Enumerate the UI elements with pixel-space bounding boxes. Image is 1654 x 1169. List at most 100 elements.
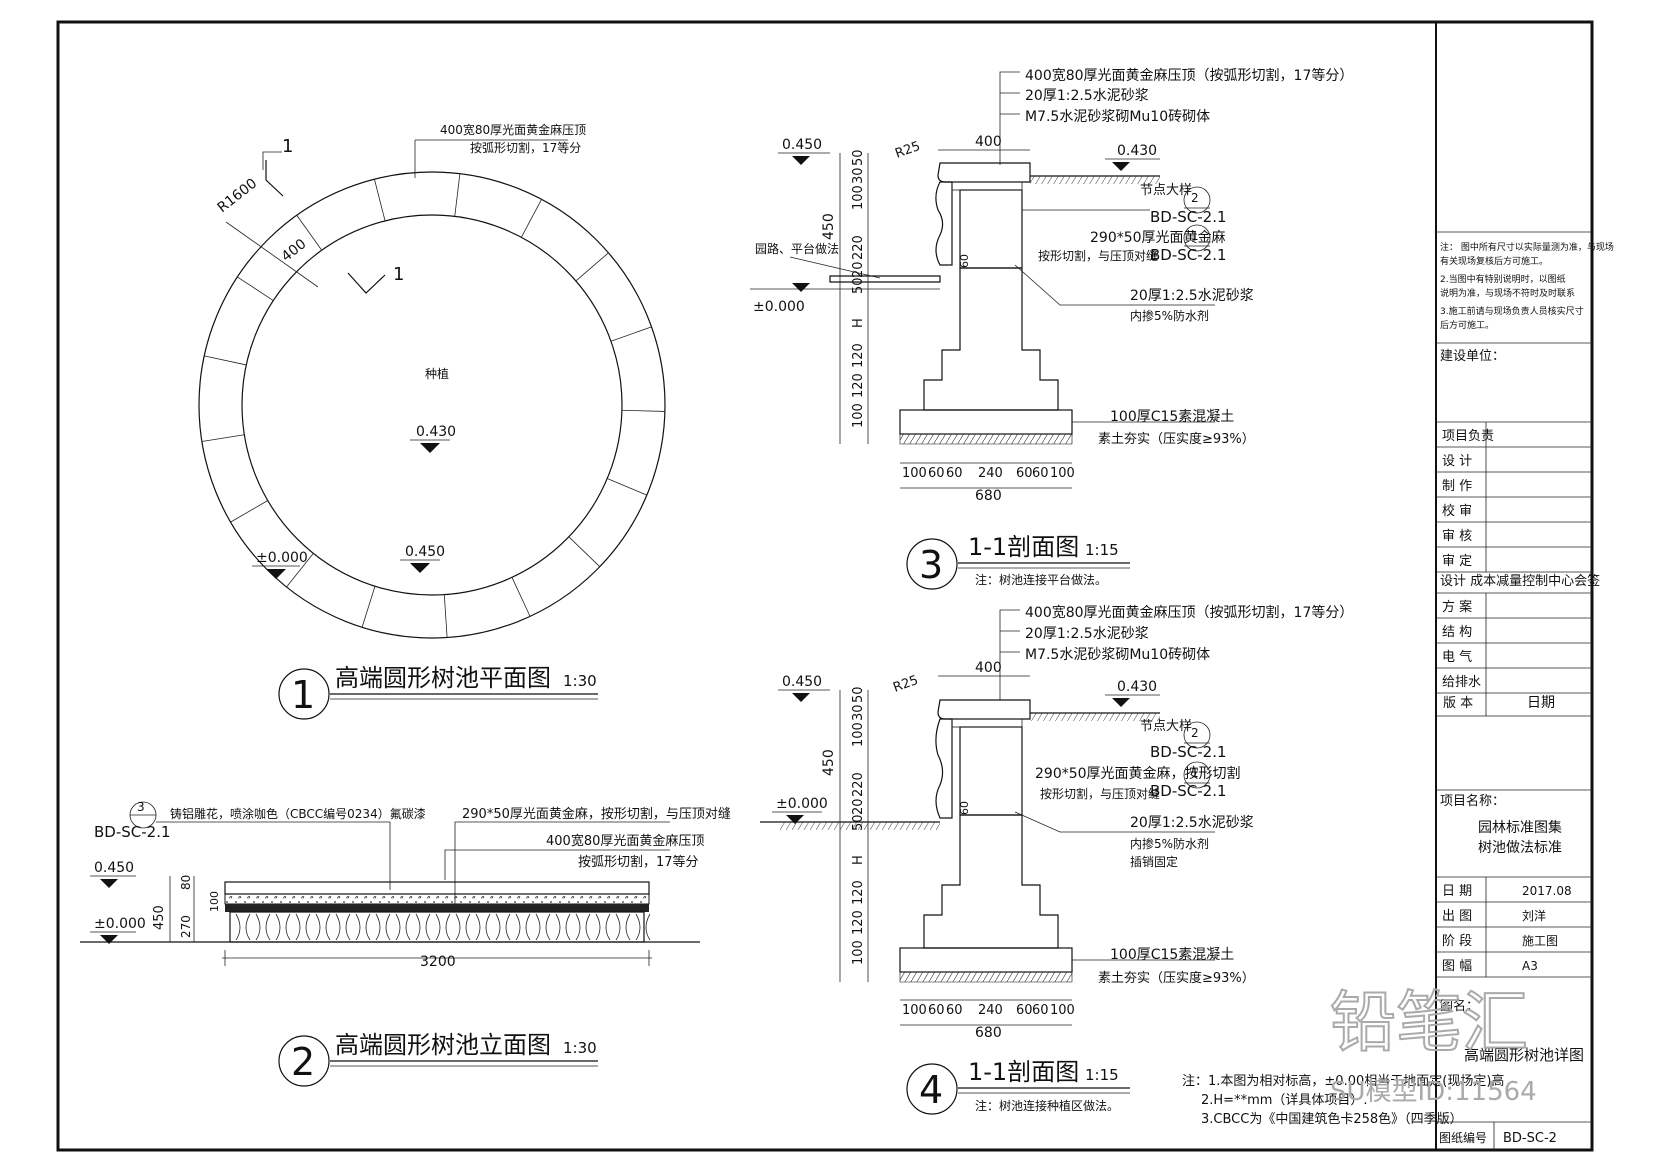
tb-info-label: 出 图 xyxy=(1442,909,1472,924)
sec4-mortar2: 内掺5%防水剂 xyxy=(1130,836,1209,851)
title-number: 2 xyxy=(291,1040,315,1084)
decorative-panel xyxy=(555,913,571,941)
coping-joint xyxy=(575,252,609,282)
vertical-dim-label: 50 xyxy=(851,814,866,831)
elevation-marker-icon xyxy=(792,693,810,702)
horizontal-dim-label: 100 xyxy=(902,1003,927,1018)
horizontal-dim-label: 100 xyxy=(902,466,927,481)
sec4-elev-left: 0.450 xyxy=(782,674,822,690)
dim-450: 450 xyxy=(152,905,167,930)
sec3-road-note: 园路、平台做法 xyxy=(755,241,839,256)
sec3-mortar1: 20厚1:2.5水泥砂浆 xyxy=(1130,288,1254,304)
decorative-panel xyxy=(615,913,631,941)
elevation-marker-icon xyxy=(786,815,804,824)
vertical-dim-label: 20 xyxy=(851,798,866,815)
tb-sign-label: 结 构 xyxy=(1442,625,1472,640)
tb-row-label: 项目负责 xyxy=(1442,429,1494,444)
elevation-marker-icon xyxy=(100,935,118,944)
section-mark-center xyxy=(347,272,386,294)
sec3-node2-code: BD-SC-2.1 xyxy=(1150,246,1227,264)
section-4: 400宽80厚光面黄金麻压顶（按弧形切割，17等分） 20厚1:2.5水泥砂浆 … xyxy=(760,604,1353,1115)
sec4-footnote: 注：树池连接种植区做法。 xyxy=(975,1098,1119,1113)
sec4-node-label: 节点大样 xyxy=(1140,719,1192,734)
sec4-dim60: 60 xyxy=(958,801,971,815)
outer-frame xyxy=(56,20,1594,1152)
coping-joint xyxy=(296,215,323,251)
vertical-dim-label: 120 xyxy=(851,880,866,905)
tb-info-value: 施工图 xyxy=(1522,934,1558,948)
horizontal-dim-label: 60 xyxy=(1016,1003,1033,1018)
vertical-dim-label: 100 xyxy=(851,940,866,965)
horizontal-dim-label: 60 xyxy=(946,1003,963,1018)
tb-drawing-no-label: 图纸编号 xyxy=(1439,1130,1487,1145)
elevation-marker-icon xyxy=(266,569,286,579)
vertical-dim-label: 50 xyxy=(851,277,866,294)
tb-remark-2: 有关现场复核后方可施工。 xyxy=(1440,255,1548,267)
decorative-panel xyxy=(295,913,311,941)
tb-project-label: 项目名称： xyxy=(1440,793,1505,809)
elev-note-paint: 铸铝雕花，喷涂咖色（CBCC编号0234）氟碳漆 xyxy=(170,806,426,821)
plan-title: 高端圆形树池平面图 xyxy=(335,664,551,692)
elevation-title: 高端圆形树池立面图 xyxy=(335,1031,551,1059)
coping-joint xyxy=(520,199,542,238)
horizontal-dim-label: 60 xyxy=(946,466,963,481)
decorative-panel xyxy=(435,913,451,941)
decorative-panel xyxy=(455,913,471,941)
sec4-elev-ground: ±0.000 xyxy=(776,796,828,812)
horizontal-dim-label: 60 xyxy=(928,1003,945,1018)
tb-info-label: 日 期 xyxy=(1442,884,1472,899)
sec3-node-label: 节点大样 xyxy=(1140,183,1192,198)
plan-note-top-1: 400宽80厚光面黄金麻压顶 xyxy=(440,122,586,137)
note-3: 3.CBCC为《中国建筑色卡258色》（四季版） xyxy=(1201,1111,1463,1127)
sec3-dim400: 400 xyxy=(975,134,1002,150)
decorative-panel xyxy=(415,913,431,941)
sec4-veneer-note1: 290*50厚光面黄金麻，按形切割 xyxy=(1035,765,1241,782)
vertical-dim-label: 50 xyxy=(851,686,866,703)
elev-top-label: 0.450 xyxy=(94,860,134,876)
tb-row-label: 审 定 xyxy=(1442,554,1472,569)
sec3-soil: 素土夯实（压实度≥93%） xyxy=(1098,431,1255,447)
sec4-dim400: 400 xyxy=(975,660,1002,676)
decorative-panel xyxy=(495,913,511,941)
sec4-soil: 素土夯实（压实度≥93%） xyxy=(1098,970,1255,986)
horizontal-dim-label: 240 xyxy=(978,1003,1003,1018)
sec3-scale: 1:15 xyxy=(1085,541,1119,559)
vertical-dim-label: 50 xyxy=(851,149,866,166)
sec3-node1-code: BD-SC-2.1 xyxy=(1150,208,1227,226)
decorative-panel xyxy=(375,913,391,941)
sec3-note1: 400宽80厚光面黄金麻压顶（按弧形切割，17等分） xyxy=(1025,67,1353,84)
sec4-concrete: 100厚C15素混凝土 xyxy=(1110,947,1234,963)
general-notes: 注：1.本图为相对标高，±0.00相当于地面定(现场定)高 2.H=**mm（详… xyxy=(1182,1073,1504,1127)
watermark-id: SU模型ID:11564 xyxy=(1330,1077,1537,1107)
coping-joint xyxy=(237,276,274,301)
horizontal-dim-label: 240 xyxy=(978,466,1003,481)
tb-remark-3: 2.当图中有特别说明时，以图纸 xyxy=(1440,273,1566,285)
coping-joint xyxy=(454,173,461,217)
sec4-scale: 1:15 xyxy=(1085,1066,1119,1084)
vertical-dim-label: 120 xyxy=(851,343,866,368)
elevation-marker-icon xyxy=(1112,162,1130,171)
sec3-dim60: 60 xyxy=(958,254,971,268)
sec4-dim450: 450 xyxy=(821,749,837,776)
vertical-dim-label: 30 xyxy=(851,704,866,721)
note-1: 注：1.本图为相对标高，±0.00相当于地面定(现场定)高 xyxy=(1182,1073,1504,1089)
sec4-note3: M7.5水泥砂浆砌Mu10砖砌体 xyxy=(1025,647,1210,663)
sec3-elev-right: 0.430 xyxy=(1117,143,1157,159)
tb-remark-5: 3.施工前请与现场负责人员核实尺寸 xyxy=(1440,305,1584,317)
elevation-marker-icon xyxy=(410,563,430,573)
tb-drawing-name-label: 图名： xyxy=(1440,998,1479,1014)
tb-row-label: 校 审 xyxy=(1442,503,1472,519)
tb-info-value: A3 xyxy=(1522,959,1538,973)
elevation-marker-icon xyxy=(792,283,810,292)
tb-info-label: 图 幅 xyxy=(1442,959,1472,974)
title-number: 3 xyxy=(919,543,943,587)
tb-sign-label: 给排水 xyxy=(1442,675,1481,690)
coping-joint xyxy=(621,409,665,412)
vertical-dim-label: 20 xyxy=(851,261,866,278)
decorative-panel xyxy=(575,913,591,941)
elev-inner: 0.430 xyxy=(416,424,456,440)
title-number: 1 xyxy=(291,673,315,717)
sec3-node1-num: 2 xyxy=(1191,191,1199,205)
sec4-title: 1-1剖面图 xyxy=(968,1058,1079,1086)
vertical-dim-label: 220 xyxy=(851,235,866,260)
